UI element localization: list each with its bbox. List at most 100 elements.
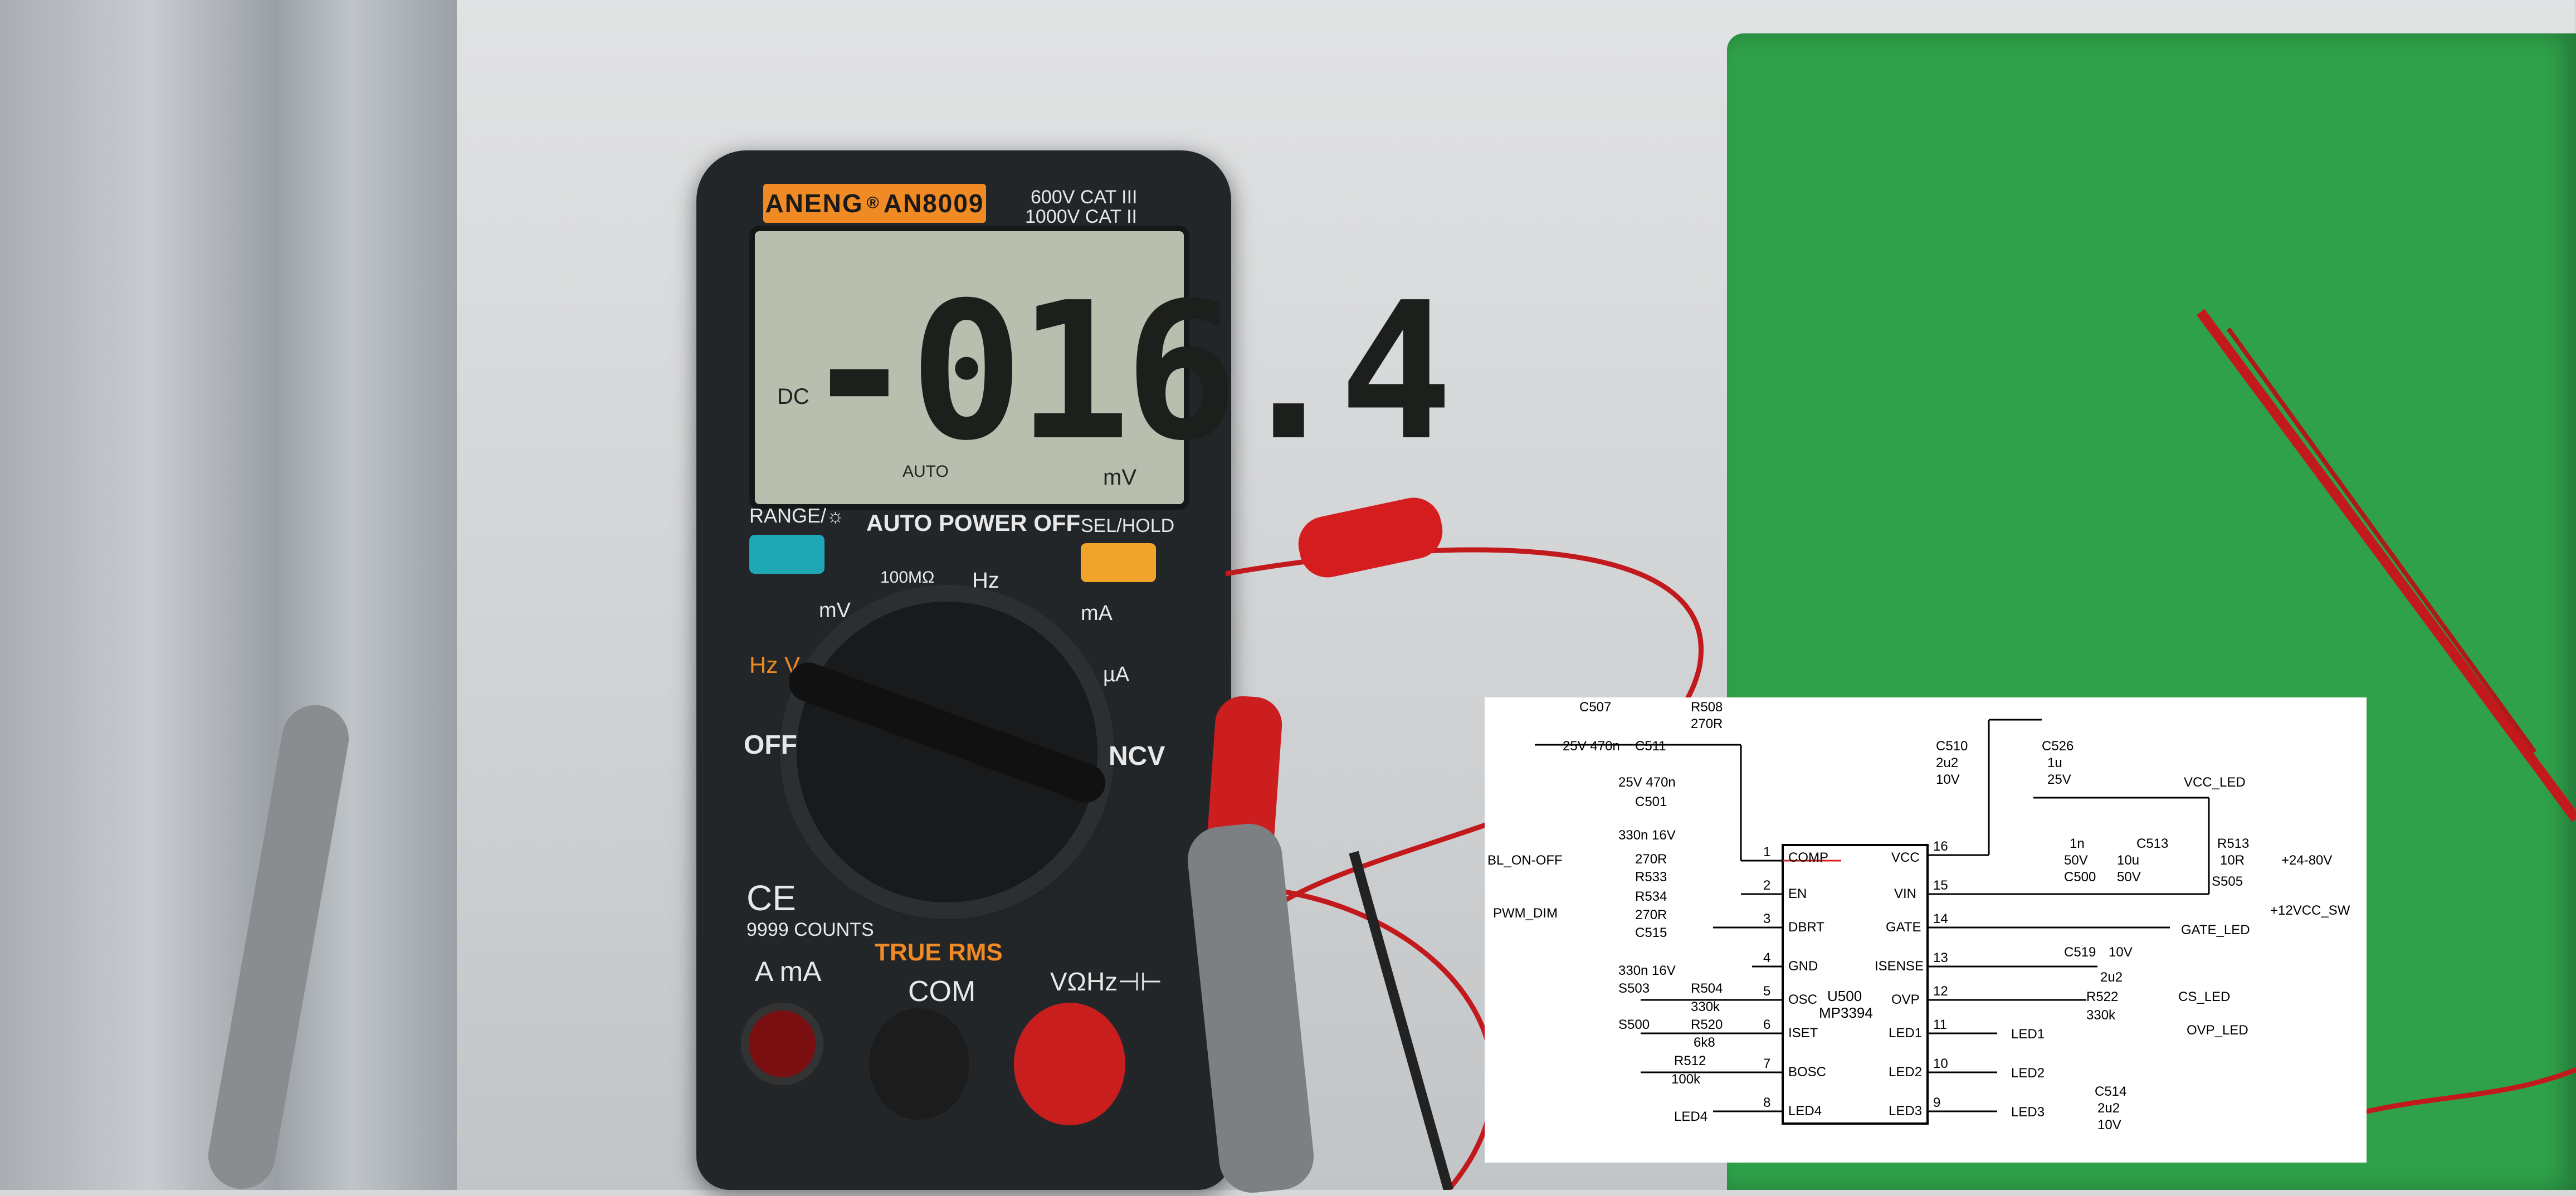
mv-range-label: mV: [819, 599, 851, 622]
range-label: RANGE/☼: [749, 504, 845, 527]
auto-power-off-label: AUTO POWER OFF: [866, 510, 1081, 536]
vohz-label: VΩHz⊣⊢: [1050, 967, 1163, 996]
lcd-reading: -016.4: [802, 262, 1453, 482]
c500-label: C500: [2064, 870, 2096, 885]
off-label: OFF: [744, 730, 797, 760]
range-button[interactable]: [749, 535, 824, 574]
brand-plate: ANENG ® AN8009: [763, 184, 986, 223]
com-label: COM: [908, 975, 976, 1008]
r533-value: 270R: [1635, 852, 1667, 867]
c507-value: 25V 470n: [1563, 739, 1620, 754]
ic-body: [1782, 844, 1929, 1125]
hz-range-label: Hz: [972, 568, 999, 593]
pin-name: BOSC: [1788, 1065, 1826, 1080]
c513-value2: 50V: [2117, 870, 2141, 885]
lcd-auto-indicator: AUTO: [902, 462, 949, 481]
ohm-range-label: 100MΩ: [880, 568, 935, 587]
c515-label: C515: [1635, 925, 1667, 940]
c514-value2: 10V: [2097, 1117, 2121, 1132]
r534-value: 270R: [1635, 907, 1667, 922]
r512-value: 100k: [1671, 1072, 1701, 1087]
r522-label: R522: [2086, 989, 2118, 1004]
ovp-led-label: OVP_LED: [2187, 1023, 2248, 1038]
pin-name: ISENSE: [1875, 959, 1924, 974]
pin-num: 12: [1933, 984, 1948, 999]
pin-name: COMP: [1788, 850, 1828, 865]
c511-label: C511: [1635, 739, 1666, 754]
c526-value1: 1u: [2047, 755, 2062, 770]
r504-value: 330k: [1691, 999, 1720, 1014]
c500-1n: 1n: [2070, 836, 2085, 851]
pin-name: GATE: [1886, 920, 1921, 935]
chip-part: MP3394: [1819, 1004, 1873, 1021]
pin-name: VIN: [1894, 886, 1916, 901]
c510-value1: 2u2: [1936, 755, 1958, 770]
pin-name: LED4: [1788, 1104, 1822, 1119]
lcd-display: [749, 226, 1189, 510]
pin-num: 7: [1763, 1056, 1770, 1071]
pin-name: OVP: [1891, 992, 1920, 1007]
ama-label: A mA: [755, 956, 822, 987]
r520-value: 6k8: [1694, 1035, 1715, 1050]
pin-num: 1: [1763, 844, 1770, 860]
r508-value: 270R: [1691, 716, 1723, 731]
vcc-led-label: VCC_LED: [2184, 775, 2246, 790]
true-rms-label: TRUE RMS: [875, 939, 1003, 966]
s503-label: S503: [1618, 981, 1650, 996]
led4-label: LED4: [1674, 1109, 1707, 1124]
c519-value1: 10V: [2109, 945, 2133, 960]
s500-label: S500: [1618, 1017, 1650, 1032]
ua-range-label: µA: [1103, 663, 1130, 686]
cat-rating-2: 1000V CAT II: [1025, 206, 1137, 227]
pin-num: 8: [1763, 1095, 1770, 1110]
c515-value: 330n 16V: [1618, 963, 1676, 978]
r522-value: 330k: [2086, 1008, 2116, 1023]
model-text: AN8009: [883, 189, 984, 218]
c514-label: C514: [2095, 1084, 2126, 1099]
led3-label: LED3: [2011, 1105, 2045, 1120]
r513-value: 10R: [2220, 853, 2245, 868]
pin-name: ISET: [1788, 1026, 1818, 1041]
schematic-inset: U500 MP3394: [1485, 697, 2367, 1163]
c501-value: 330n 16V: [1618, 828, 1676, 843]
r512-label: R512: [1674, 1053, 1706, 1068]
pwm-dim-label: PWM_DIM: [1493, 906, 1558, 921]
v24-80-label: +24-80V: [2281, 853, 2332, 868]
pin-name: OSC: [1788, 992, 1817, 1007]
pin-name: LED2: [1889, 1065, 1922, 1080]
pin-num: 2: [1763, 878, 1770, 893]
c526-label: C526: [2042, 739, 2074, 754]
sel-hold-label: SEL/HOLD: [1081, 515, 1175, 536]
pin-name: LED1: [1889, 1026, 1922, 1041]
c513-label: C513: [2136, 836, 2168, 851]
r513-label: R513: [2217, 836, 2249, 851]
c514-value1: 2u2: [2097, 1101, 2120, 1116]
pin-name: VCC: [1891, 850, 1920, 865]
pin-num: 14: [1933, 911, 1948, 926]
led2-label: LED2: [2011, 1066, 2045, 1081]
c519-value2: 2u2: [2100, 970, 2123, 985]
c519-label: C519: [2064, 945, 2096, 960]
v-jack-plug[interactable]: [1014, 1003, 1125, 1125]
pin-num: 3: [1763, 911, 1770, 926]
lcd-dc-indicator: DC: [777, 384, 809, 409]
sel-hold-button[interactable]: [1081, 543, 1156, 582]
r520-label: R520: [1691, 1017, 1723, 1032]
led1-label: LED1: [2011, 1027, 2045, 1042]
pin-name: LED3: [1889, 1104, 1922, 1119]
ncv-label: NCV: [1109, 741, 1165, 771]
chip-name: U500: [1827, 988, 1862, 1004]
c510-value2: 10V: [1936, 772, 1960, 787]
r508-label: R508: [1691, 700, 1723, 715]
s505-label: S505: [2212, 874, 2243, 889]
pin-num: 15: [1933, 878, 1948, 893]
com-jack-plug[interactable]: [869, 1008, 969, 1120]
c511-value: 25V 470n: [1618, 775, 1676, 790]
counts-label: 9999 COUNTS: [747, 919, 874, 940]
c507-label: C507: [1579, 700, 1611, 715]
cat-rating-1: 600V CAT III: [1031, 187, 1138, 208]
cs-led-label: CS_LED: [2178, 989, 2230, 1004]
ce-mark: CE: [747, 878, 796, 918]
